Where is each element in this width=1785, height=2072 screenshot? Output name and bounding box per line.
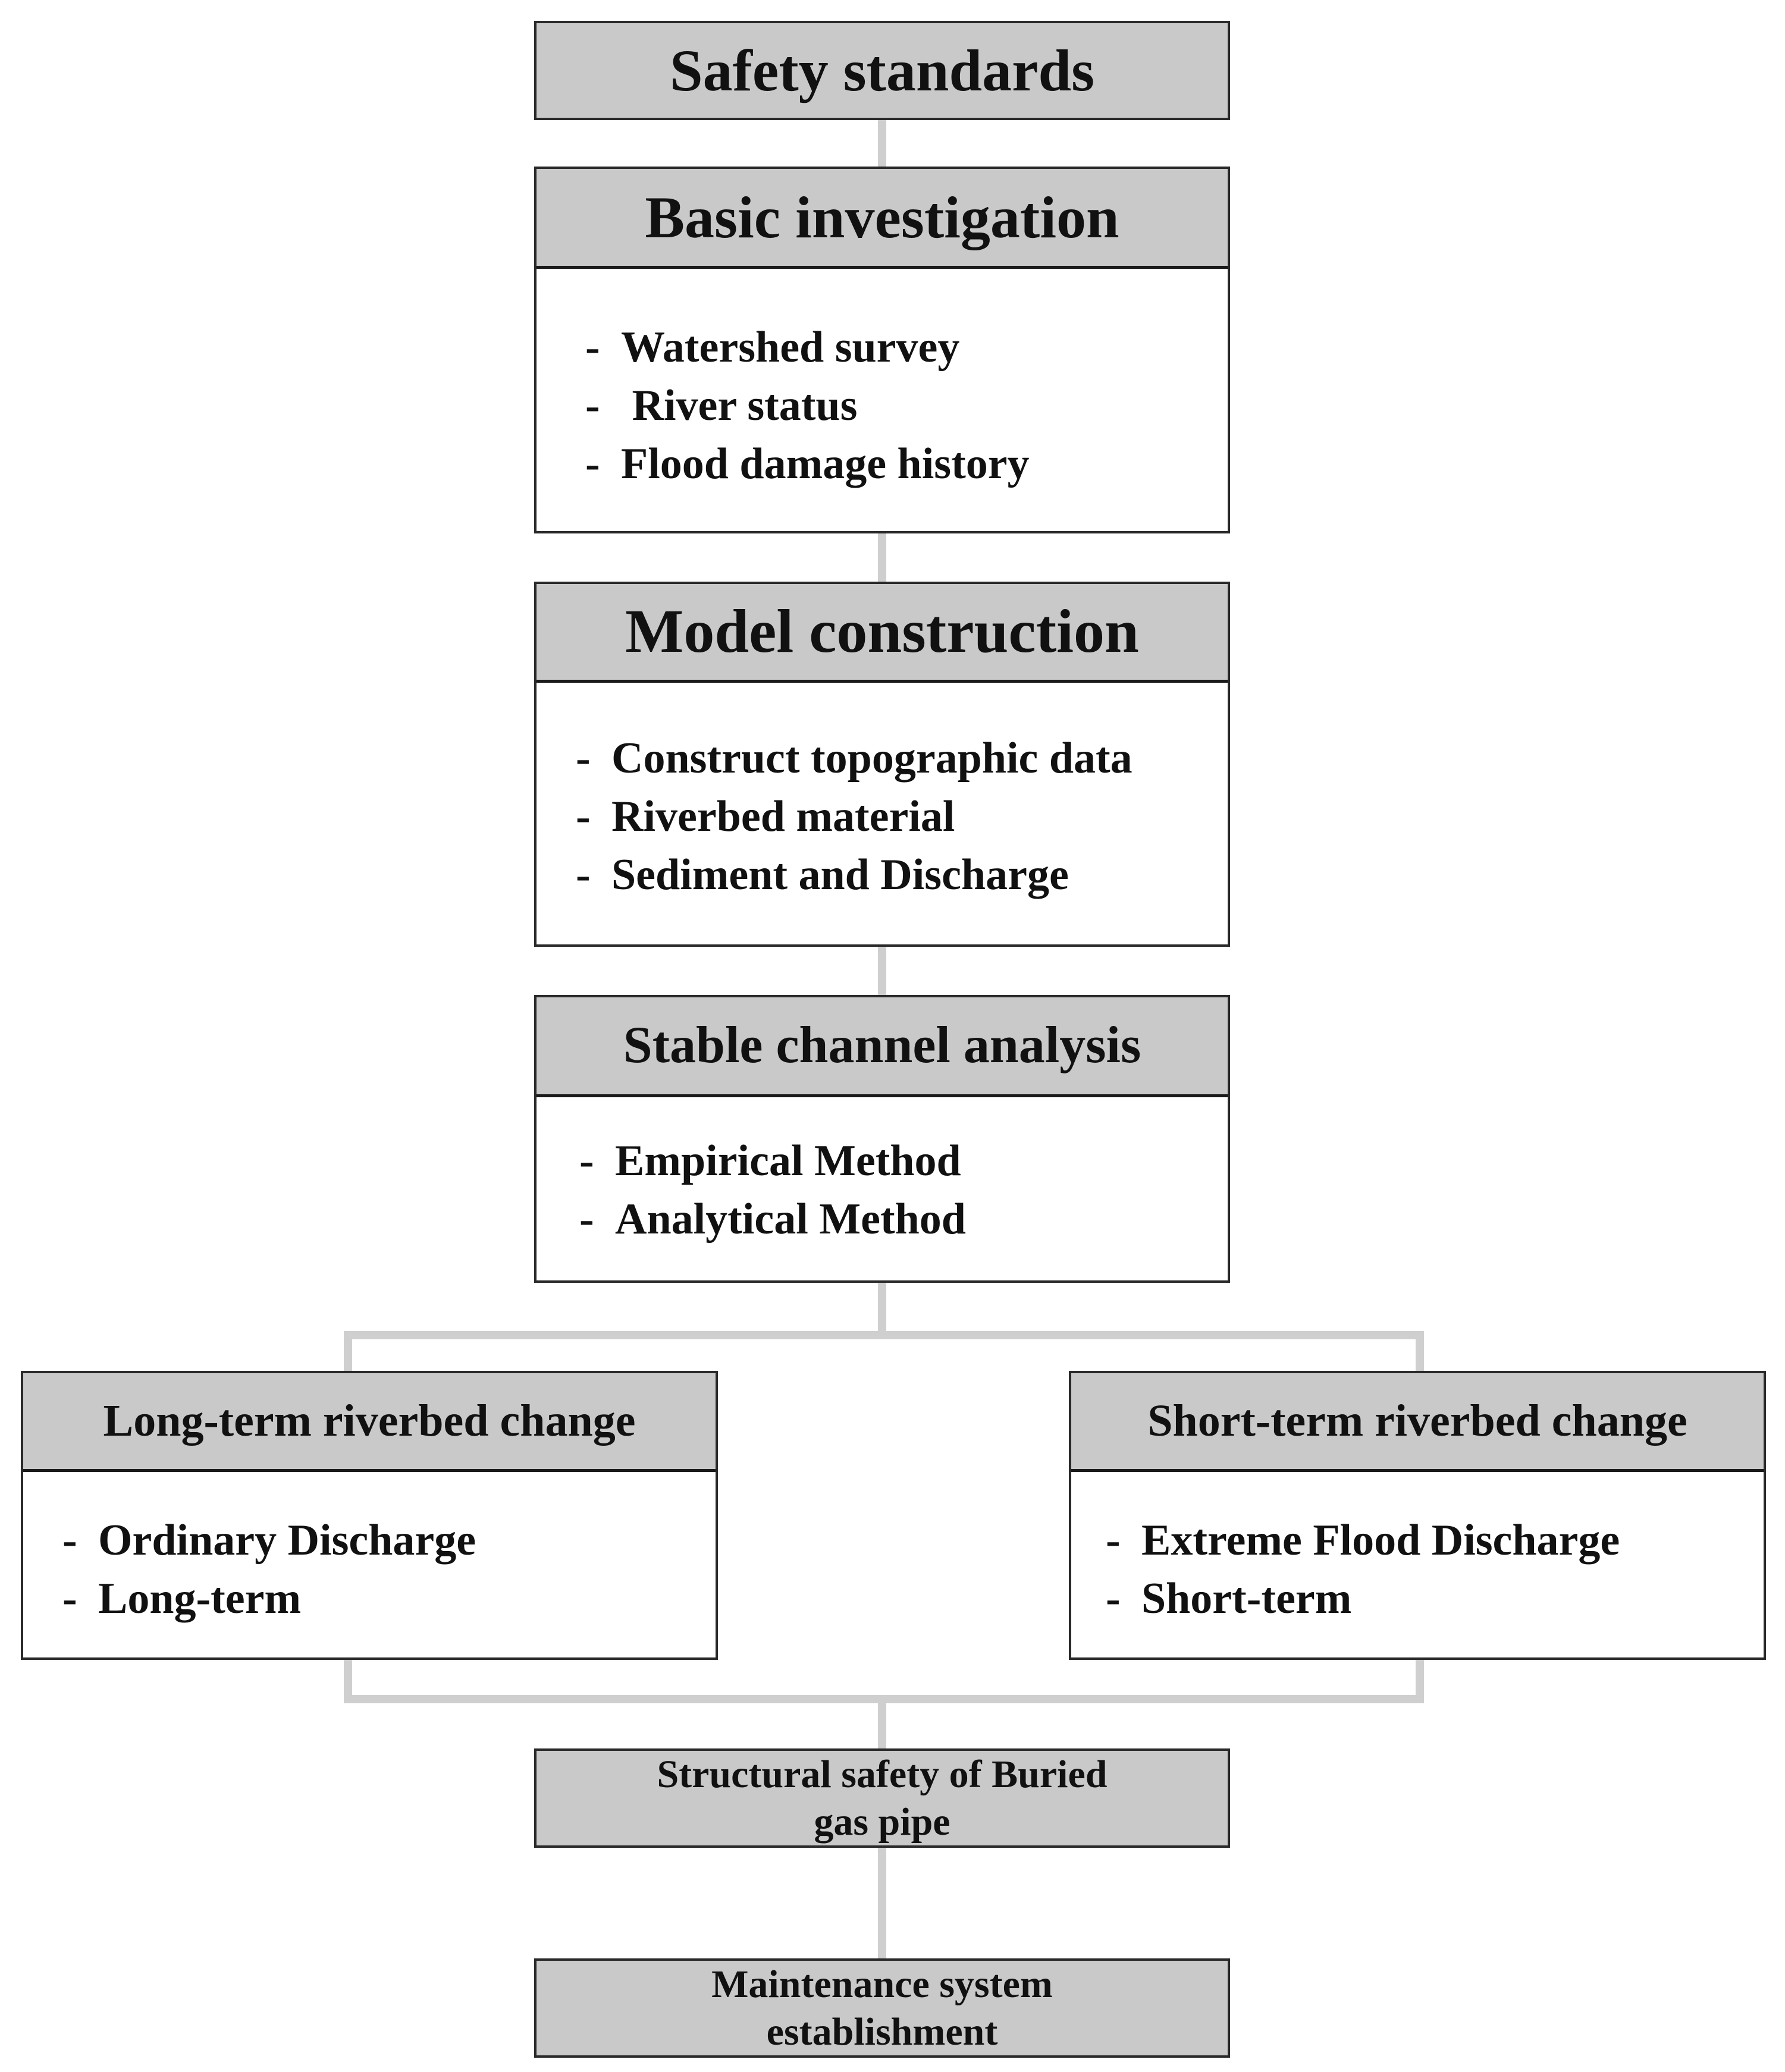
list-item: -Analytical Method xyxy=(579,1195,966,1244)
node-safety-standards: Safety standards xyxy=(534,21,1230,120)
list-item: -Watershed survey xyxy=(585,323,960,372)
list-item: -Ordinary Discharge xyxy=(62,1516,476,1565)
connector-basic-to-model xyxy=(878,532,886,583)
connector-split-horizontal xyxy=(344,1331,1424,1339)
list-item: -Construct topographic data xyxy=(576,734,1133,783)
node-model-construction: Model construction -Construct topographi… xyxy=(534,582,1230,947)
connector-merge-left-rise xyxy=(344,1658,352,1700)
node-model-construction-title: Model construction xyxy=(537,584,1228,683)
list-item: -Empirical Method xyxy=(579,1137,961,1185)
list-item: -Short-term xyxy=(1106,1574,1352,1623)
node-maintenance-system-title: Maintenance system establishment xyxy=(537,1961,1228,2055)
connector-merge-right-rise xyxy=(1416,1658,1424,1700)
node-short-term-riverbed-change: Short-term riverbed change -Extreme Floo… xyxy=(1069,1371,1766,1660)
list-item: -Riverbed material xyxy=(576,792,955,841)
list-item: -Long-term xyxy=(62,1574,302,1623)
node-structural-safety-title: Structural safety of Buried gas pipe xyxy=(537,1751,1228,1845)
node-safety-standards-title: Safety standards xyxy=(537,23,1228,118)
list-item: -Extreme Flood Discharge xyxy=(1106,1516,1620,1565)
connector-stable-to-split xyxy=(878,1282,886,1335)
list-item: - River status xyxy=(585,381,858,430)
node-stable-channel-analysis: Stable channel analysis -Empirical Metho… xyxy=(534,995,1230,1283)
node-stable-channel-analysis-title: Stable channel analysis xyxy=(537,997,1228,1097)
node-structural-safety: Structural safety of Buried gas pipe xyxy=(534,1748,1230,1848)
connector-model-to-stable xyxy=(878,946,886,996)
node-long-term-riverbed-change-body: -Ordinary Discharge -Long-term xyxy=(23,1472,716,1621)
node-basic-investigation: Basic investigation -Watershed survey - … xyxy=(534,167,1230,533)
node-model-construction-body: -Construct topographic data -Riverbed ma… xyxy=(537,683,1228,897)
node-long-term-riverbed-change: Long-term riverbed change -Ordinary Disc… xyxy=(21,1371,718,1660)
connector-split-right-drop xyxy=(1416,1331,1424,1373)
node-long-term-riverbed-change-title: Long-term riverbed change xyxy=(23,1373,716,1472)
connector-merge-to-structural xyxy=(878,1695,886,1748)
node-stable-channel-analysis-body: -Empirical Method -Analytical Method xyxy=(537,1097,1228,1241)
connector-split-left-drop xyxy=(344,1331,352,1373)
connector-safety-to-basic xyxy=(878,119,886,167)
node-short-term-riverbed-change-body: -Extreme Flood Discharge -Short-term xyxy=(1071,1472,1764,1621)
list-item: -Flood damage history xyxy=(585,439,1030,488)
node-short-term-riverbed-change-title: Short-term riverbed change xyxy=(1071,1373,1764,1472)
node-basic-investigation-title: Basic investigation xyxy=(537,169,1228,269)
node-maintenance-system: Maintenance system establishment xyxy=(534,1958,1230,2058)
connector-structural-to-maintenance xyxy=(878,1847,886,1960)
node-basic-investigation-body: -Watershed survey - River status -Flood … xyxy=(537,269,1228,486)
list-item: -Sediment and Discharge xyxy=(576,850,1069,899)
